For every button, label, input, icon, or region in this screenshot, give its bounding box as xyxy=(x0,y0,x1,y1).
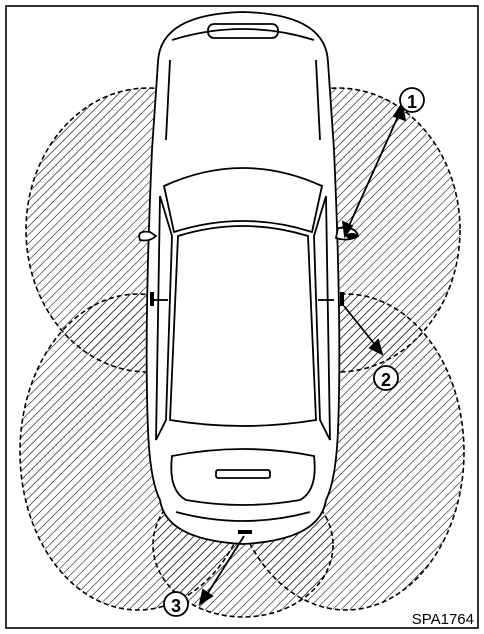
right-mirror-antenna xyxy=(346,233,358,239)
right-door-antenna xyxy=(340,292,344,306)
callout-1-label: 1 xyxy=(407,92,417,112)
left-mirror xyxy=(138,230,158,242)
callout-1: 1 xyxy=(399,87,425,113)
rear-window xyxy=(170,448,316,506)
callout-3-label: 3 xyxy=(171,596,181,616)
figure-code: SPA1764 xyxy=(411,611,474,628)
left-door-antenna xyxy=(150,292,154,306)
callout-2: 2 xyxy=(373,365,399,391)
callout-3: 3 xyxy=(163,591,189,617)
vehicle-top-view xyxy=(145,11,341,545)
callout-2-label: 2 xyxy=(381,370,391,390)
rear-antenna xyxy=(238,530,252,534)
range-arrows xyxy=(198,101,407,606)
roof xyxy=(169,225,317,427)
figure-border xyxy=(5,5,479,629)
windshield xyxy=(162,167,324,234)
